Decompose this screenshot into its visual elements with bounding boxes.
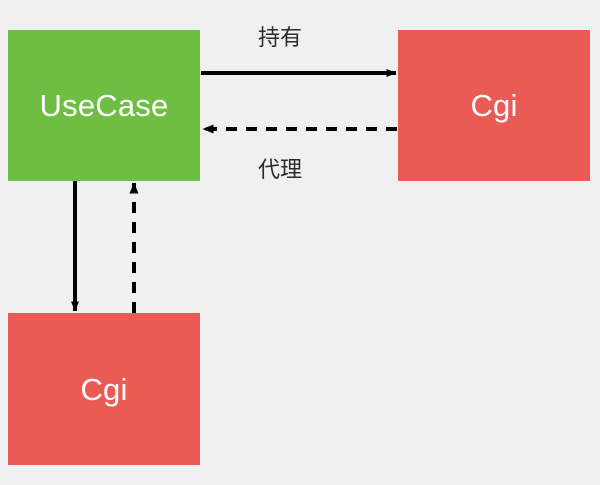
edge-label-proxy: 代理 [258,158,303,183]
edge-label-hold: 持有 [258,26,303,51]
node-cgi-right-label: Cgi [470,88,518,123]
node-usecase[interactable]: UseCase [8,30,200,181]
node-cgi-bottom-label: Cgi [80,371,128,407]
node-cgi-right[interactable]: Cgi [398,30,590,181]
node-usecase-label: UseCase [39,88,169,123]
node-cgi-bottom[interactable]: Cgi [8,313,200,465]
